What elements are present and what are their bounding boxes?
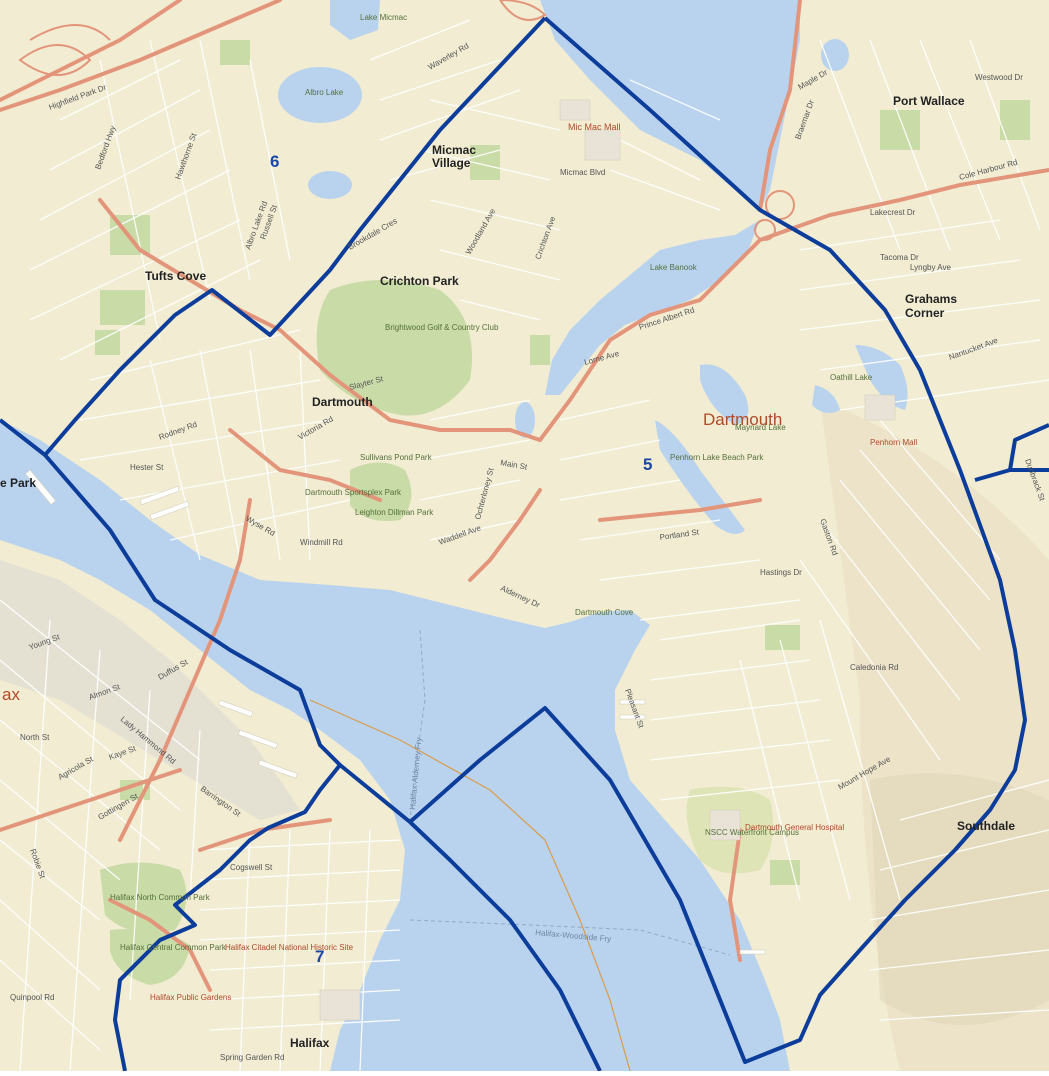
park	[350, 462, 412, 521]
park	[880, 110, 920, 150]
place-micmac-village-2: Village	[432, 156, 471, 170]
district-5-boundary	[408, 16, 1027, 1064]
landmark-lake-banook: Lake Banook	[650, 263, 698, 272]
pond	[812, 385, 840, 414]
landmark-halifax-common: Halifax North Common Park	[110, 893, 211, 902]
place-grahams-corner-2: Corner	[905, 306, 945, 320]
orange-line	[309, 699, 631, 1072]
oathill-lake	[700, 364, 749, 425]
place-port-wallace: Port Wallace	[893, 94, 965, 108]
major-roads	[0, 0, 1049, 992]
place-park-partial: e Park	[0, 476, 36, 490]
minor-streets	[0, 19, 1049, 1072]
highway-interchange	[18, 0, 795, 241]
park	[765, 625, 800, 650]
park	[530, 335, 550, 365]
place-grahams-corner: Grahams	[905, 292, 957, 306]
landmark-hospital: Dartmouth General Hospital	[745, 823, 844, 832]
brightwood-golf-course	[316, 280, 472, 416]
park	[100, 862, 187, 933]
street-label: Spring Garden Rd	[220, 1053, 284, 1062]
landmark-penhorn-lake: Penhorn Lake Beach Park	[670, 453, 764, 462]
landmark-brightwood: Brightwood Golf & Country Club	[385, 323, 499, 332]
place-dartmouth: Dartmouth	[312, 395, 373, 409]
street-label: Windmill Rd	[300, 538, 343, 547]
pond	[821, 39, 849, 71]
landmark-mic-mac-mall: Mic Mac Mall	[568, 122, 621, 132]
street-label: Hastings Dr	[760, 568, 802, 577]
landmark-nscc: NSCC Waterfront Campus	[705, 828, 799, 837]
place-halifax-partial: ax	[2, 685, 20, 704]
place-tufts-cove: Tufts Cove	[145, 269, 206, 283]
lake	[308, 171, 352, 199]
penhorn-lake	[855, 345, 908, 410]
ferry-route	[409, 919, 731, 956]
district-7-boundary	[43, 453, 602, 1072]
harbour-water	[0, 420, 790, 1071]
lake-banook	[545, 220, 760, 395]
street-label: Cogswell St	[230, 863, 273, 872]
street-label: Lyngby Ave	[910, 263, 951, 272]
park	[100, 290, 145, 325]
street-label: Lakecrest Dr	[870, 208, 916, 217]
piers	[25, 469, 766, 955]
pond	[515, 402, 535, 438]
landmark-sullivans-pond: Sullivans Pond Park	[360, 453, 433, 462]
landmark-maynard: Maynard Lake	[735, 423, 786, 432]
park	[95, 330, 120, 355]
place-micmac-village: Micmac	[432, 143, 476, 157]
landmark-leighton-dillman: Leighton Dillman Park	[355, 508, 434, 517]
district-boundaries	[0, 16, 1049, 1072]
place-dartmouth-city: Dartmouth	[703, 410, 782, 429]
place-southdale: Southdale	[957, 819, 1015, 833]
park	[220, 40, 250, 65]
basin-water	[540, 0, 800, 210]
district-label-7: 7	[315, 947, 324, 966]
place-halifax: Halifax	[290, 1036, 330, 1050]
landmark-public-gardens: Halifax Public Gardens	[150, 993, 231, 1002]
street-label: Westwood Dr	[975, 73, 1023, 82]
street-label: Micmac Blvd	[560, 168, 605, 177]
street-label: Quinpool Rd	[10, 993, 54, 1002]
street-label: Tacoma Dr	[880, 253, 919, 262]
landmark-oathill: Oathill Lake	[830, 373, 873, 382]
street-label: North St	[20, 733, 50, 742]
landmark-dartmouth-cove: Dartmouth Cove	[575, 608, 634, 617]
street-label: Hester St	[130, 463, 164, 472]
district-label-5: 5	[643, 455, 652, 474]
landmark-citadel: Halifax Citadel National Historic Site	[225, 943, 354, 952]
buildings	[319, 99, 896, 1021]
landmark-lake-micmac: Lake Micmac	[360, 13, 407, 22]
landmark-central-common: Halifax Central Common Park	[120, 943, 227, 952]
district-label-6: 6	[270, 152, 279, 171]
landmark-albro-lake: Albro Lake	[305, 88, 344, 97]
landmark-sportsplex: Dartmouth Sportsplex Park	[305, 488, 402, 497]
landmark-penhorn-mall: Penhorn Mall	[870, 438, 917, 447]
ferry-route	[409, 629, 426, 821]
district-6-boundary	[0, 16, 547, 457]
albro-lake	[278, 67, 362, 123]
street-label: Caledonia Rd	[850, 663, 898, 672]
place-crichton-park: Crichton Park	[380, 274, 459, 288]
lake	[330, 0, 380, 40]
terrain-shade	[870, 773, 1049, 1025]
